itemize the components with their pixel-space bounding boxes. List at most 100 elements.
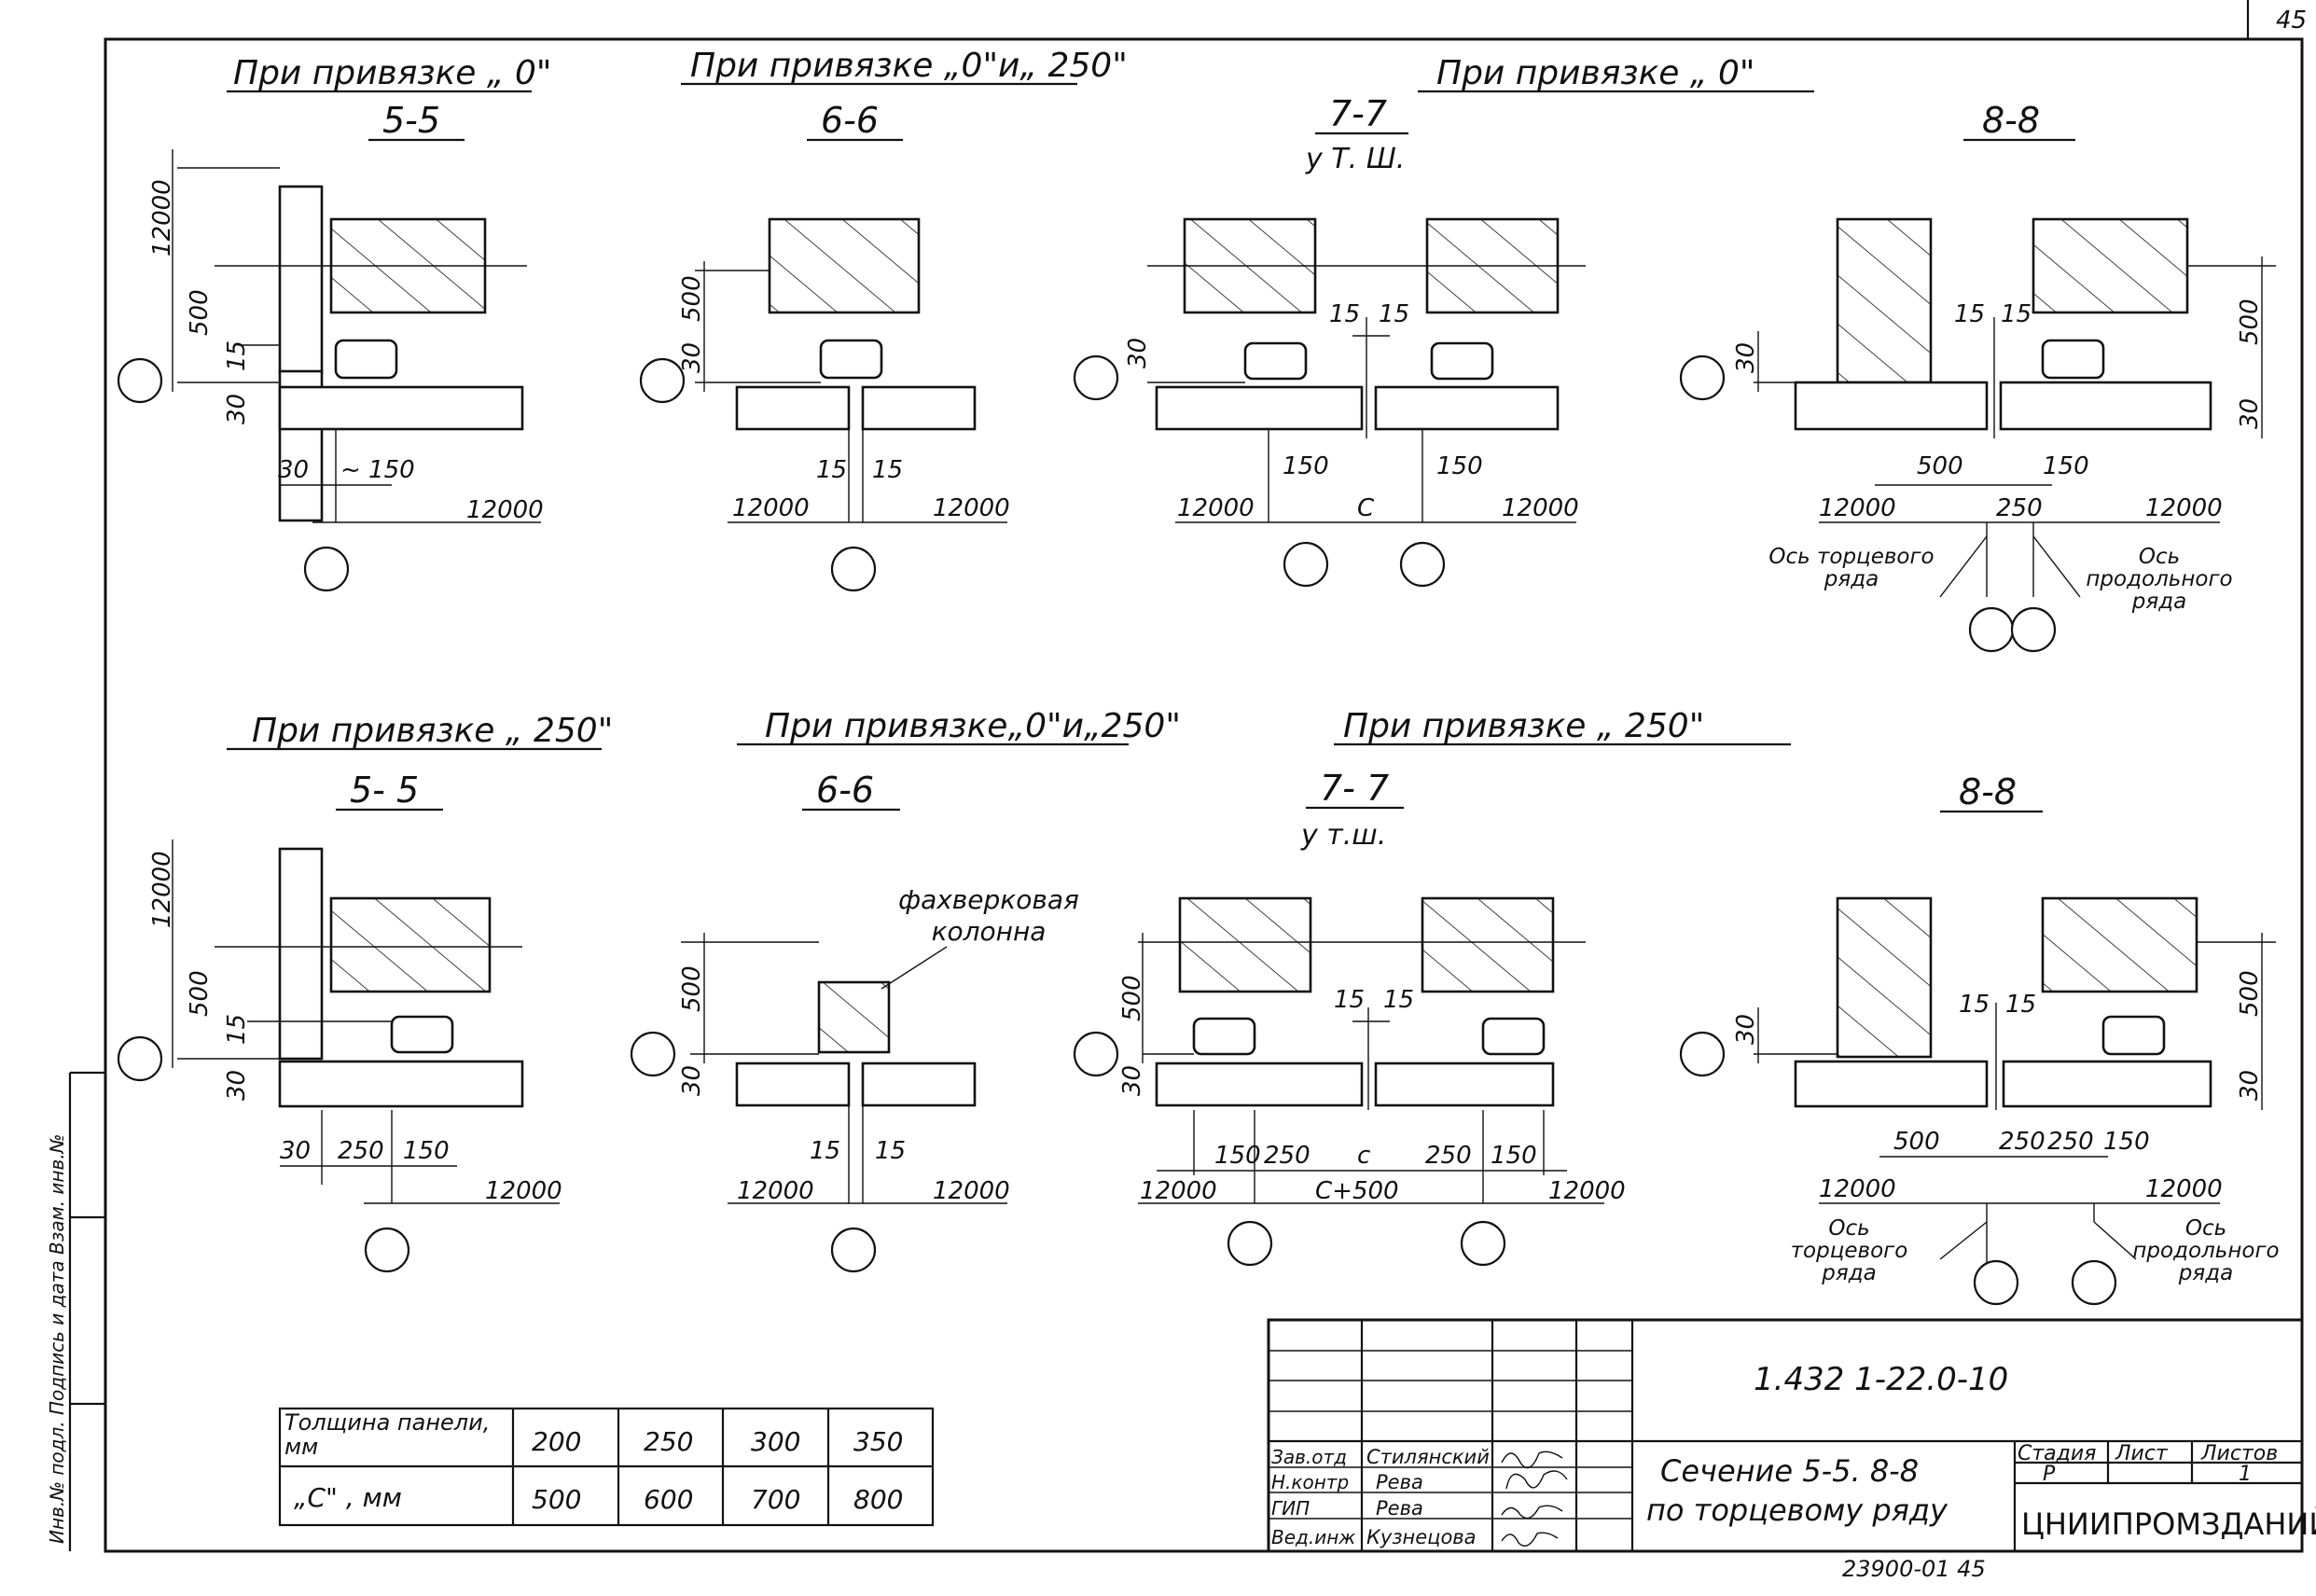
thickness-table: Толщина панели, мм „С" , мм 200 250 300 …	[278, 1407, 935, 1527]
table-c-2: 600	[644, 1484, 693, 1515]
svg-text:30: 30	[2236, 398, 2264, 429]
svg-text:15: 15	[2005, 991, 2036, 1019]
sheets-value: 1	[2239, 1463, 2252, 1486]
name-3: Рева	[1376, 1497, 1423, 1520]
top-axis-long-note: Ось продольного ряда	[2086, 546, 2233, 614]
svg-text:12000: 12000	[2145, 494, 2223, 522]
svg-text:12000: 12000	[1548, 1177, 1626, 1205]
top-section-5-5: 5-5 12000 500 15 30 30 ~ 150 12000	[117, 100, 544, 592]
svg-text:15: 15	[872, 456, 903, 484]
axis-circle	[630, 1031, 676, 1077]
svg-text:500: 500	[186, 970, 214, 1017]
sheet-header: Лист	[2115, 1442, 2169, 1465]
bottom-7-7-label: 7- 7	[1320, 768, 1389, 809]
svg-text:150: 150	[403, 1137, 450, 1165]
signature	[1501, 1505, 1563, 1520]
drawing-code: 1.432 1-22.0-10	[1754, 1361, 2008, 1398]
svg-text:30: 30	[1732, 342, 1760, 373]
top-section-7-7: 7-7 у Т. Ш. 30 15 15 150 150 12000 С 120…	[1073, 93, 1586, 588]
table-row2-label: „С" , мм	[294, 1482, 402, 1513]
svg-text:30: 30	[2236, 1070, 2264, 1101]
role-3: ГИП	[1271, 1497, 1310, 1520]
svg-text:12000: 12000	[1140, 1177, 1217, 1205]
svg-text:30: 30	[678, 342, 706, 373]
svg-text:12000: 12000	[2145, 1175, 2223, 1203]
role-1: Зав.отд	[1271, 1446, 1347, 1468]
svg-text:150: 150	[1214, 1142, 1261, 1170]
svg-text:15: 15	[2001, 300, 2032, 328]
svg-text:15: 15	[875, 1137, 906, 1165]
table-c-3: 700	[751, 1484, 800, 1515]
axis-circle	[364, 1227, 410, 1273]
bottom-section-6-6: 6-6 фахверковая колонна 500 30 15 15 120…	[630, 770, 1079, 1273]
sheet-frame	[104, 37, 2304, 1553]
svg-text:500: 500	[2236, 298, 2264, 345]
drawing-title-1: Сечение 5-5. 8-8	[1660, 1453, 1919, 1489]
svg-text:500: 500	[1118, 975, 1146, 1021]
axis-circle	[830, 1227, 877, 1273]
svg-text:15: 15	[223, 1014, 251, 1045]
svg-text:15: 15	[1959, 991, 1990, 1019]
svg-text:15: 15	[1954, 300, 1985, 328]
svg-text:с: с	[1357, 1142, 1370, 1170]
name-1: Стилянский	[1366, 1446, 1490, 1468]
svg-text:500: 500	[1917, 452, 1963, 480]
signature	[1505, 1470, 1568, 1490]
top-group1-title: При привязке „ 0"	[233, 54, 551, 92]
svg-text:12000: 12000	[732, 494, 810, 522]
name-4: Кузнецова	[1366, 1526, 1477, 1548]
side-stamp: Инв.№ подл. Подпись и дата Взам. инв.№	[46, 1134, 68, 1544]
svg-text:15: 15	[223, 340, 251, 371]
axis-circle	[1973, 1259, 2019, 1306]
bottom-section-5-5: 5- 5 12000 500 15 30 30 250 150 12000	[117, 770, 562, 1273]
svg-text:250: 250	[1425, 1142, 1472, 1170]
svg-text:150: 150	[1491, 1142, 1537, 1170]
svg-text:500: 500	[678, 275, 706, 322]
top-group2-title: При привязке „0"и„ 250"	[690, 47, 1128, 85]
bottom-code: 23900-01 45	[1842, 1556, 1986, 1582]
bottom-5-5-label: 5- 5	[350, 770, 419, 811]
svg-text:30: 30	[223, 394, 251, 424]
bottom-section-8-8: 8-8 30 15 15 500 30 500 250 250 150 1200…	[1679, 771, 2280, 1306]
svg-text:15: 15	[1329, 300, 1360, 328]
svg-text:12000: 12000	[1177, 494, 1255, 522]
svg-text:30: 30	[1124, 338, 1152, 368]
axis-circle	[1460, 1220, 1506, 1267]
svg-text:150: 150	[2103, 1128, 2150, 1156]
axis-circle	[117, 1035, 163, 1082]
bottom-8-8-label: 8-8	[1959, 771, 2017, 812]
table-c-4: 800	[853, 1484, 903, 1515]
table-c-1: 500	[532, 1484, 581, 1515]
svg-text:150: 150	[2043, 452, 2089, 480]
top-5-5-label: 5-5	[382, 100, 440, 141]
svg-text:12000: 12000	[933, 494, 1010, 522]
svg-text:12000: 12000	[148, 179, 176, 257]
signature	[1501, 1450, 1563, 1469]
bottom-group3-title: При привязке „ 250"	[1343, 707, 1704, 745]
page-number: 45	[2276, 7, 2307, 35]
svg-text:500: 500	[1893, 1128, 1940, 1156]
organization-name: ЦНИИПРОМЗДАНИЙ	[2021, 1506, 2316, 1542]
svg-text:30: 30	[223, 1070, 251, 1101]
axis-circle	[1227, 1220, 1273, 1267]
table-thickness-4: 350	[853, 1426, 903, 1457]
svg-text:250: 250	[1999, 1128, 2046, 1156]
axis-circle	[2071, 1259, 2117, 1306]
table-thickness-2: 250	[644, 1426, 693, 1457]
axis-circle	[1283, 541, 1329, 588]
svg-text:12000: 12000	[1819, 1175, 1896, 1203]
axis-circle	[1679, 1031, 1726, 1077]
axis-circle	[1399, 541, 1446, 588]
svg-text:15: 15	[816, 456, 847, 484]
axis-circle	[2010, 606, 2057, 653]
top-6-6-label: 6-6	[821, 100, 879, 141]
axis-circle	[1968, 606, 2015, 653]
fachwerk-column-note: фахверковая колонна	[898, 884, 1079, 947]
role-4: Вед.инж	[1271, 1526, 1355, 1548]
table-thickness-3: 300	[751, 1426, 800, 1457]
svg-text:15: 15	[1334, 986, 1365, 1014]
stage-header: Стадия	[2018, 1442, 2096, 1465]
bottom-axis-long-note: Ось продольного ряда	[2132, 1217, 2280, 1285]
bottom-group1-title: При привязке „ 250"	[252, 712, 613, 750]
svg-text:12000: 12000	[466, 496, 544, 524]
